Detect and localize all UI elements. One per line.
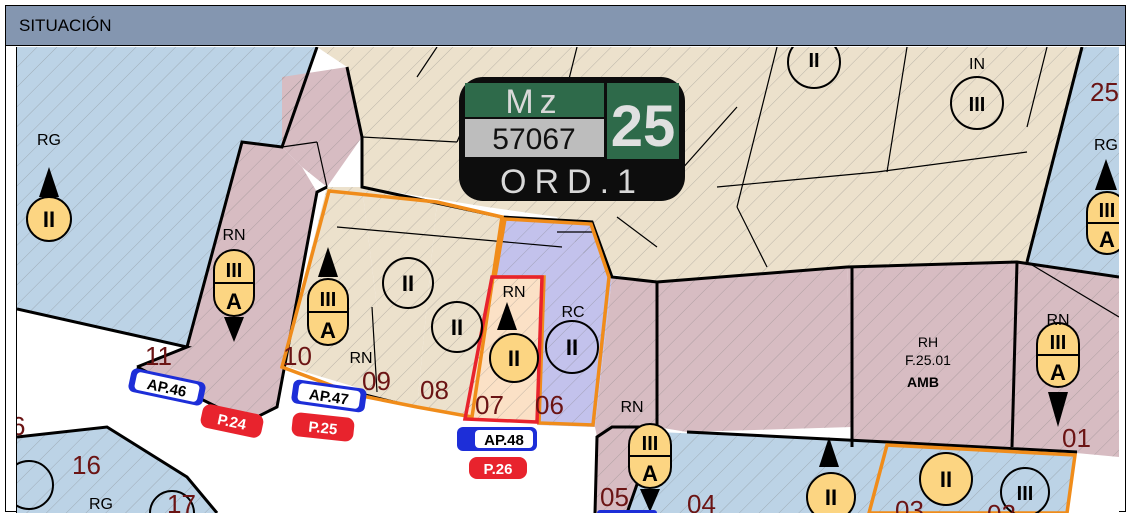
arrow-up-10 <box>318 247 338 277</box>
parcel-num-04: 04 <box>687 489 716 513</box>
circle-in-top <box>950 76 1004 130</box>
rh-code: F.25.01 <box>905 352 951 368</box>
cadastral-map: Mz 57067 25 ORD.1 AP.46 P.24 AP.47 P.25 <box>16 47 1119 513</box>
tag-p25-bg <box>291 412 355 442</box>
h-01-a: A <box>1050 360 1066 385</box>
tag-p24: P.24 <box>216 411 248 434</box>
parcel-num-10: 10 <box>283 341 312 371</box>
parcel-num-07: 07 <box>475 390 504 420</box>
tag-ap47: AP.47 <box>308 386 350 408</box>
parcel-num-17: 17 <box>167 489 196 513</box>
arrow-down-05 <box>640 489 660 512</box>
h-01-iii: III <box>1050 332 1067 354</box>
h-09: II <box>402 271 414 296</box>
h-05-a: A <box>642 461 658 486</box>
badge-ord: ORD.1 <box>500 163 644 201</box>
circle-03 <box>919 452 973 506</box>
arrow-up-rg-right <box>1095 159 1117 190</box>
tag-p25: P.25 <box>308 419 339 439</box>
h-05-iii: III <box>642 433 659 455</box>
parcel-num-01: 01 <box>1062 423 1091 453</box>
parcel-num-16: 16 <box>72 450 101 480</box>
zone-rc-06-label: RC <box>561 304 584 321</box>
zone-rg-bottom-label: RG <box>89 496 113 513</box>
circle-04 <box>806 472 856 513</box>
zone-rn-01-label: RN <box>1046 312 1069 329</box>
parcel-num-09: 09 <box>362 366 391 396</box>
arrow-down-01 <box>1048 392 1068 427</box>
zone-rn-05-label: RN <box>620 399 643 416</box>
panel-title: SITUACIÓN <box>19 16 112 35</box>
arrow-up-rg-left <box>39 167 59 197</box>
h-03: II <box>940 467 952 492</box>
h-10-a: A <box>320 318 336 343</box>
tag-bottom-partial <box>597 510 657 513</box>
h-10-iii: III <box>320 289 337 311</box>
h-top: II <box>808 50 819 72</box>
circle-02 <box>1000 467 1050 513</box>
title-bar: SITUACIÓN <box>6 6 1125 46</box>
badge-mz-bg <box>465 83 604 117</box>
zone-in-label: IN <box>969 56 985 73</box>
zone-rh-label: RH <box>918 334 938 350</box>
h-rg-right-a: A <box>1099 227 1115 252</box>
parcel-num-02: 02 <box>987 499 1016 513</box>
parcel-num-05: 05 <box>600 482 629 512</box>
badge-num-bg <box>607 83 679 159</box>
tag-p24-bg <box>200 404 264 438</box>
zone-rn-11-label: RN <box>222 227 245 244</box>
circle-bottom-left <box>17 460 54 510</box>
circle-06 <box>545 320 599 374</box>
tag-p26: P.26 <box>484 461 513 478</box>
h-rg-left: II <box>43 207 55 232</box>
parcel-num-11: 11 <box>145 341 172 371</box>
h-in-top: III <box>969 94 986 116</box>
h-04: II <box>825 485 837 510</box>
circle-08 <box>431 301 483 353</box>
parcel-num-03: 03 <box>895 495 924 513</box>
parcel-num-6: 6 <box>17 411 25 441</box>
arrow-up-04 <box>819 437 839 467</box>
direction-arrows <box>39 159 1117 512</box>
h-11-iii: III <box>226 260 243 282</box>
badge-number: 25 <box>611 94 676 159</box>
tag-p26-bg <box>469 457 527 479</box>
height-capsules <box>213 191 1119 489</box>
h-07: II <box>508 346 520 371</box>
tags: AP.46 P.24 AP.47 P.25 AP.48 P.26 <box>128 368 657 513</box>
badge-mz: Mz <box>505 83 562 121</box>
zone-rg-right-label: RG <box>1094 137 1118 154</box>
circle-09 <box>382 257 434 309</box>
block-badge: Mz 57067 25 ORD.1 <box>459 77 685 201</box>
arrow-down-11 <box>224 317 244 342</box>
zone-labels: RG RG RG RN RN RN RC RN RN IN RH F.25.01… <box>37 56 1118 513</box>
h-08: II <box>451 315 463 340</box>
tag-ap48: AP.48 <box>484 432 524 449</box>
h-02: III <box>1017 483 1034 505</box>
h-11-a: A <box>226 289 242 314</box>
height-circles <box>17 47 1050 513</box>
zone-rg-left-label: RG <box>37 132 61 149</box>
zone-rn-10-label: RN <box>349 350 372 367</box>
situacion-panel: SITUACIÓN <box>5 5 1126 513</box>
circle-07 <box>489 333 539 383</box>
circle-17 <box>149 490 195 513</box>
badge-code: 57067 <box>492 123 575 156</box>
circle-top <box>787 47 841 89</box>
parcel-num-06: 06 <box>535 390 564 420</box>
parcel-numbers: 11 10 09 08 07 06 05 04 03 01 25 16 17 6… <box>17 77 1119 513</box>
badge-code-bg <box>465 119 604 157</box>
parcel-num-08: 08 <box>420 375 449 405</box>
parcel-07-outline <box>462 275 544 424</box>
h-rg-right-iii: III <box>1099 200 1116 222</box>
arrow-up-07 <box>497 302 517 330</box>
h-06: II <box>566 335 578 360</box>
rh-amb: AMB <box>907 374 939 390</box>
map-canvas: Mz 57067 25 ORD.1 AP.46 P.24 AP.47 P.25 <box>17 47 1119 513</box>
parcel-num-25: 25 <box>1090 77 1119 107</box>
height-labels: II II II II II II II III III II III A II… <box>43 50 1115 510</box>
zone-rn-07-label: RN <box>502 284 525 301</box>
